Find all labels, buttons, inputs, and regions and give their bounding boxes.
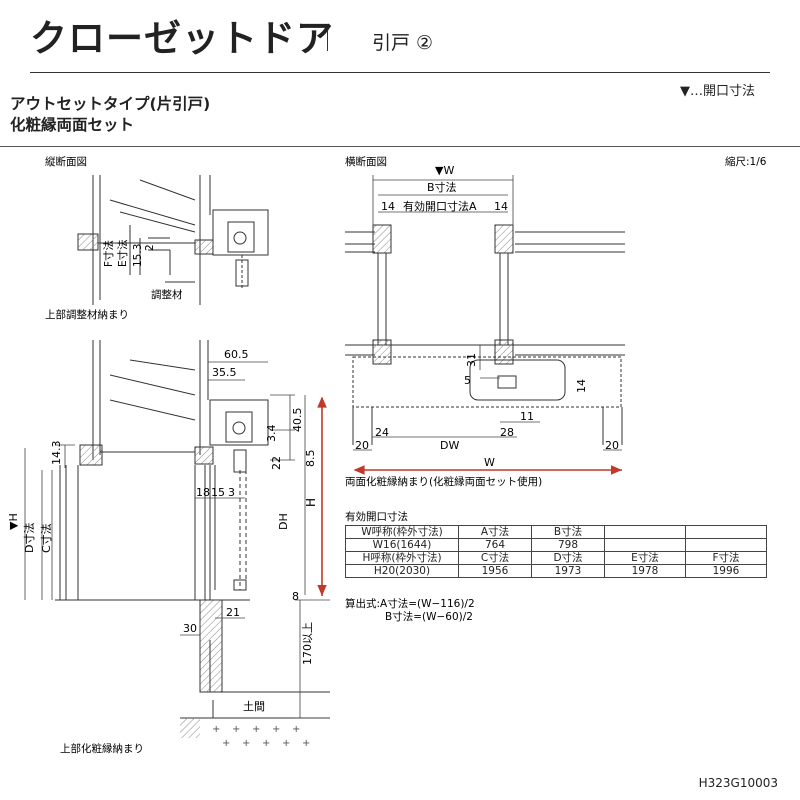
table-cell: E寸法	[604, 551, 686, 565]
table-cell	[604, 525, 686, 539]
adjust-label: 調整材	[151, 288, 183, 301]
w-open-label: ▼W	[435, 164, 454, 177]
table-cell: A寸法	[458, 525, 532, 539]
dim-28: 28	[500, 426, 514, 439]
table-cell	[604, 538, 686, 552]
dim-20-right: 20	[605, 439, 619, 452]
e-dim-label: E寸法	[116, 239, 129, 267]
type-subheading: 化粧縁両面セット	[10, 116, 135, 134]
table-row: H呼称(枠外寸法) C寸法 D寸法 E寸法 F寸法	[345, 551, 767, 565]
table-cell: 798	[531, 538, 605, 552]
formula-line2: B寸法=(W−60)/2	[385, 610, 473, 623]
svg-text:+: +	[282, 738, 290, 749]
dim-24: 24	[375, 426, 389, 439]
table-cell: 1956	[458, 564, 532, 578]
dim-60-5: 60.5	[224, 348, 249, 361]
table-cell: D寸法	[531, 551, 605, 565]
title-separator	[327, 31, 328, 51]
table-row: H20(2030) 1956 1973 1978 1996	[345, 564, 767, 578]
left-section-label: 縦断面図	[45, 155, 87, 168]
table-title: 有効開口寸法	[345, 510, 408, 523]
svg-text:+: +	[242, 738, 250, 749]
dim-5: 5	[464, 374, 471, 387]
dim-8-5: 8.5	[304, 450, 317, 468]
dim-2: 2	[144, 244, 156, 251]
right-section-label: 横断面図	[345, 155, 387, 168]
table-cell	[685, 525, 767, 539]
dh-label: DH	[277, 513, 290, 530]
table-cell: W呼称(枠外寸法)	[345, 525, 459, 539]
table-cell: B寸法	[531, 525, 605, 539]
dw-label: DW	[440, 439, 459, 452]
a-dim-label: 有効開口寸法A	[403, 199, 477, 213]
dim-35-5: 35.5	[212, 366, 237, 379]
b-dim-label: B寸法	[427, 180, 457, 194]
table-cell: H20(2030)	[345, 564, 459, 578]
dim-11: 11	[520, 410, 534, 423]
type-heading: アウトセットタイプ(片引戸)	[10, 95, 211, 113]
table-cell: W16(1644)	[345, 538, 459, 552]
legend-text: ▼…開口寸法	[680, 84, 755, 99]
dim-15: 15	[211, 486, 225, 499]
right-caption: 両面化粧縁納まり(化粧縁両面セット使用)	[345, 475, 542, 488]
dim-18: 18	[196, 486, 210, 499]
dim-3: 3	[228, 486, 235, 499]
document-code: H323G10003	[698, 776, 778, 790]
dim-21: 21	[226, 606, 240, 619]
dim-14-left: 14	[381, 200, 395, 213]
dim-14-3: 14.3	[50, 441, 63, 466]
table-cell: C寸法	[458, 551, 532, 565]
table-cell: 764	[458, 538, 532, 552]
scale-label: 縮尺:1/6	[725, 155, 767, 168]
left-bottom-caption: 上部化粧縁納まり	[60, 742, 144, 755]
f-dim-label: F寸法	[102, 240, 115, 267]
left-top-caption: 上部調整材納まり	[45, 308, 129, 321]
svg-text:+: +	[272, 724, 280, 735]
svg-text:+: +	[232, 724, 240, 735]
svg-text:+: +	[262, 738, 270, 749]
table-cell: F寸法	[685, 551, 767, 565]
left-bottom-section	[55, 340, 330, 719]
h-open-label: ▼H	[7, 513, 20, 530]
dim-20-left: 20	[355, 439, 369, 452]
left-top-section	[77, 175, 269, 305]
W-label: W	[484, 456, 495, 469]
table-cell: 1973	[531, 564, 605, 578]
svg-text:+: +	[252, 724, 260, 735]
svg-text:+: +	[292, 724, 300, 735]
dim-14-right: 14	[494, 200, 508, 213]
H-label: H	[304, 498, 318, 507]
opening-dimension-table: W呼称(枠外寸法) A寸法 B寸法 W16(1644) 764 798 H呼称(…	[345, 525, 767, 578]
svg-text:+: +	[222, 738, 230, 749]
svg-text:+: +	[302, 738, 310, 749]
header-rule	[30, 72, 770, 73]
dim-40-5: 40.5	[291, 408, 304, 433]
dim-30: 30	[183, 622, 197, 635]
table-row: W16(1644) 764 798	[345, 538, 767, 552]
dim-15-3: 15.3	[132, 244, 144, 267]
section-rule	[0, 146, 800, 147]
table-row: W呼称(枠外寸法) A寸法 B寸法	[345, 525, 767, 539]
table-cell: H呼称(枠外寸法)	[345, 551, 459, 565]
floor-marks: +++++ +++++	[212, 724, 310, 749]
right-section	[345, 224, 625, 445]
floor-label: 土間	[243, 700, 265, 713]
c-dim-label: C寸法	[39, 523, 53, 553]
dim-3-4: 3.4	[265, 425, 278, 443]
svg-text:+: +	[212, 724, 220, 735]
table-cell: 1996	[685, 564, 767, 578]
dim-8: 8	[292, 590, 299, 603]
page-subtitle: 引戸 ②	[372, 32, 434, 54]
d-dim-label: D寸法	[22, 523, 36, 553]
dim-31: 31	[465, 353, 478, 367]
height-170-label: 170以上	[301, 622, 314, 665]
table-cell	[685, 538, 767, 552]
page-title: クローゼットドア	[30, 17, 334, 60]
dim-14-mid: 14	[575, 379, 588, 393]
table-cell: 1978	[604, 564, 686, 578]
formula-line1: 算出式:A寸法=(W−116)/2	[345, 597, 475, 610]
dim-22: 22	[270, 456, 283, 470]
